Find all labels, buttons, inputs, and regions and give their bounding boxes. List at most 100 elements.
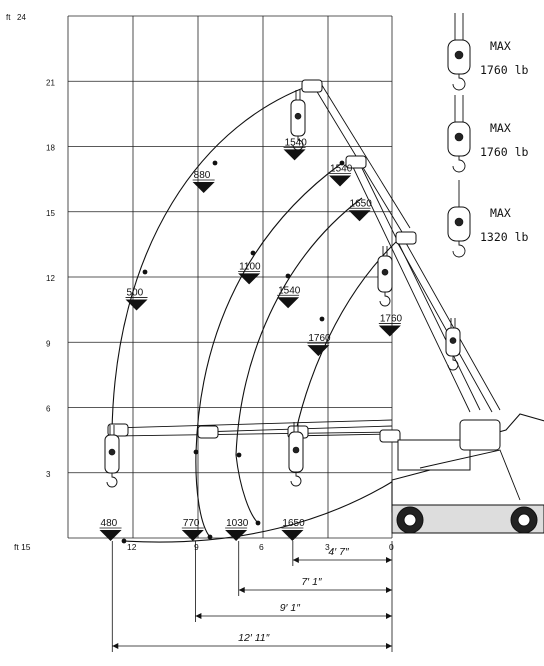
dimension-label: 7′ 1″ [301,576,323,588]
max-hook-curve [452,241,466,258]
arc-point [212,160,218,166]
dimension-arrow [386,587,392,593]
load-marker [348,210,371,222]
track-hub [403,513,417,527]
load-marker [307,345,330,357]
y-tick-label: 15 [46,209,55,218]
max-hook-curve [452,74,466,91]
reach-dimensions: 4′ 7″ 7′ 1″ 9′ 1″ 12′ 11″ [111,541,393,652]
dimension-label: 9′ 1″ [280,602,302,614]
load-value-label: 1650 [350,198,373,209]
boom-line [357,159,481,411]
boom-head [107,423,129,437]
hook-sheave [381,268,389,276]
track-hub [517,513,531,527]
load-value-label: 1540 [285,137,308,148]
y-tick-label: 3 [46,470,51,479]
boom-line [319,81,411,229]
x-tick-label: 6 [259,542,264,552]
max-hook-sheave [454,50,464,60]
load-marker [329,175,352,187]
x-tick-label: 12 [127,542,137,552]
max-label: MAX [490,206,511,220]
hook-sheave [449,337,457,344]
max-label: MAX [490,121,511,135]
y-tick-label: 24 [17,13,26,22]
x-tick-label: 3 [325,542,330,552]
load-marker [283,149,306,161]
boom-line [351,164,471,413]
crane-machine [391,413,544,534]
load-marker [181,530,204,541]
max-value: 1760 lb [480,63,529,77]
dimension-arrow [238,587,245,593]
arc-point [142,269,148,275]
arc-point [285,273,291,279]
hook-curve [106,473,118,488]
max-hook-sheave [454,217,464,227]
reach-arc [195,162,343,453]
reach-arc [235,454,259,524]
hook-curve [447,356,459,371]
hook-block-top [290,90,306,151]
hook-block-extended [445,318,461,371]
boom-head [379,429,401,443]
operator-cab [459,419,501,451]
dimension-arrow [195,613,202,619]
load-value-label: 1650 [282,518,305,529]
dimension-arrow [112,643,119,649]
dimension-label: 4′ 7″ [328,546,350,558]
load-marker [238,273,261,285]
load-value-label: 1540 [278,285,301,296]
y-tick-label: 12 [46,274,55,283]
hook-sheave [292,446,300,454]
load-marker [277,297,300,309]
y-tick-label: 6 [46,405,51,414]
load-marker [99,530,122,541]
load-value-label: 1030 [226,518,249,529]
load-value-label: 1540 [330,163,353,174]
reach-arc [123,479,396,543]
hook-curve [290,472,302,487]
max-value: 1320 lb [480,230,529,244]
reach-arc [235,197,363,456]
max-load-indicator: MAX 1760 lb [447,95,529,173]
load-value-label: 880 [194,170,211,181]
hook-block-upper-right [377,246,393,307]
load-value-label: 1100 [239,261,261,272]
boom-head [197,425,219,439]
max-load-indicator: MAX 1320 lb [447,180,529,258]
hook-curve [292,136,304,151]
load-value-label: 770 [183,518,200,529]
max-label: MAX [490,39,511,53]
load-value-label: 1760 [308,333,331,344]
dimension-arrow [386,643,392,649]
hook-sheave [294,112,302,120]
max-hook-sheave [454,132,464,142]
dimension-arrow [292,557,299,563]
arc-point [339,160,345,166]
hook-curve [379,292,391,307]
hook-block-far [104,425,120,488]
max-value: 1760 lb [480,145,529,159]
boom-line [111,431,393,437]
arc-point [319,316,325,322]
boom-line [111,419,393,429]
boom-head [345,155,367,169]
x-axis-unit: ft 15 [14,542,31,552]
max-load-indicator: MAX 1760 lb [447,13,529,91]
hook-sheave [108,448,116,456]
x-tick-label: 0 [389,542,394,552]
arc-point [250,250,256,256]
hook-block-mid [288,422,304,487]
arc-point [236,452,242,458]
dimension-arrow [386,557,392,563]
reach-arc [195,451,211,538]
dimension-label: 12′ 11″ [238,632,270,644]
y-tick-label: 18 [46,144,55,153]
load-marker [192,182,215,193]
x-tick-label: 9 [194,542,199,552]
boom-head [301,79,323,93]
